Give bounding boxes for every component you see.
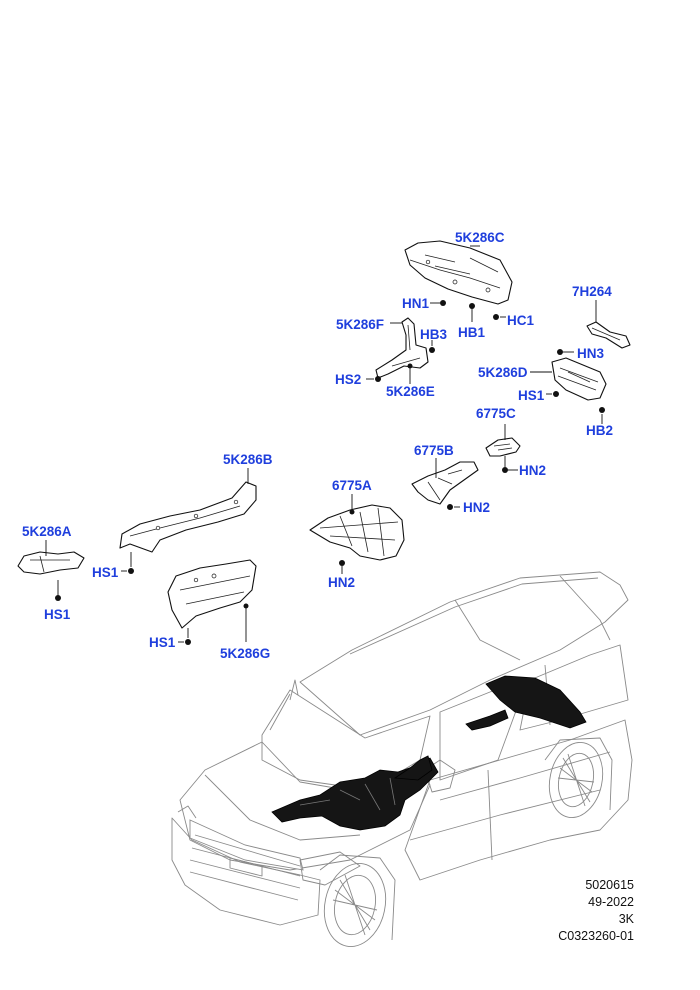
part-6775b xyxy=(411,461,479,505)
part-6775c xyxy=(485,437,521,457)
label-hb3: HB3 xyxy=(420,327,447,342)
label-hs1-a: HS1 xyxy=(44,607,71,622)
reference-line-4: C0323260-01 xyxy=(558,929,634,943)
part-6775a xyxy=(309,504,405,561)
reference-block: 5020615 49-2022 3K C0323260-01 xyxy=(558,877,634,945)
label-6775c: 6775C xyxy=(476,406,516,421)
label-5k286g: 5K286G xyxy=(220,646,270,661)
callout-labels: 5K286C HN1 HB1 HC1 7H264 5K286F HB3 HS2 … xyxy=(22,230,613,661)
reference-line-3: 3K xyxy=(618,912,634,926)
label-hs2: HS2 xyxy=(335,372,361,387)
part-5k286f xyxy=(375,317,429,379)
label-hn2-c: HN2 xyxy=(519,463,546,478)
label-7h264: 7H264 xyxy=(572,284,612,299)
part-5k286g xyxy=(167,559,257,629)
reference-line-1: 5020615 xyxy=(585,878,634,892)
label-5k286f: 5K286F xyxy=(336,317,384,332)
label-hs1-g: HS1 xyxy=(149,635,176,650)
label-hn2-a: HN2 xyxy=(328,575,355,590)
label-5k286a: 5K286A xyxy=(22,524,72,539)
label-hn3: HN3 xyxy=(577,346,604,361)
label-hs1-b: HS1 xyxy=(92,565,119,580)
label-hc1: HC1 xyxy=(507,313,534,328)
part-5k286c xyxy=(404,240,513,305)
label-6775b: 6775B xyxy=(414,443,454,458)
label-5k286d: 5K286D xyxy=(478,365,528,380)
part-5k286b xyxy=(119,481,257,553)
installed-heat-shields xyxy=(271,675,587,831)
fasteners xyxy=(45,245,605,645)
reference-line-2: 49-2022 xyxy=(588,895,634,909)
part-5k286a xyxy=(17,551,85,575)
label-hb1: HB1 xyxy=(458,325,485,340)
label-5k286c: 5K286C xyxy=(455,230,505,245)
label-hs1-d: HS1 xyxy=(518,388,545,403)
label-5k286b: 5K286B xyxy=(223,452,273,467)
label-hb2: HB2 xyxy=(586,423,613,438)
part-5k286d xyxy=(551,357,607,401)
vehicle-illustration xyxy=(171,571,633,948)
part-7h264 xyxy=(586,321,631,349)
label-hn1: HN1 xyxy=(402,296,429,311)
label-6775a: 6775A xyxy=(332,478,372,493)
label-5k286e: 5K286E xyxy=(386,384,435,399)
label-hn2-b: HN2 xyxy=(463,500,490,515)
